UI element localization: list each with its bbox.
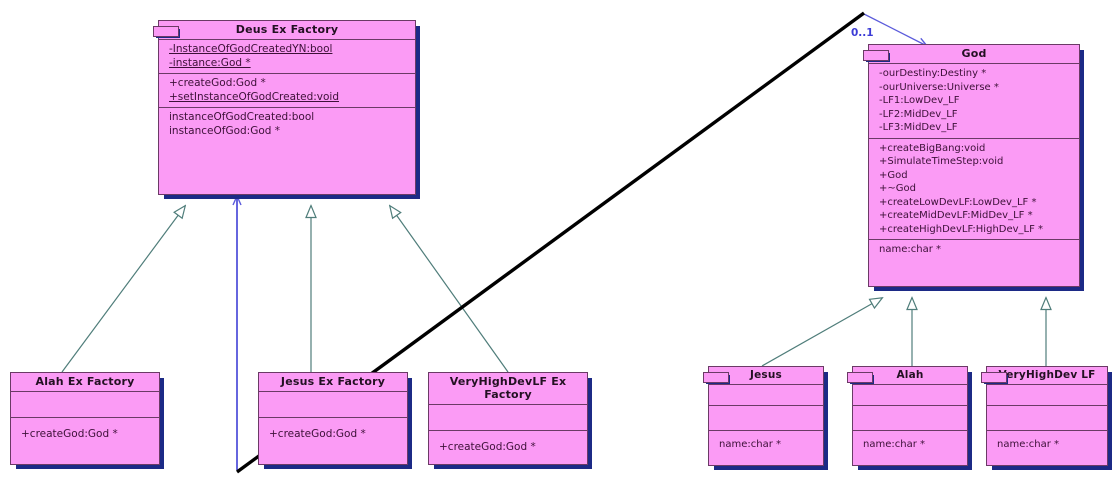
generalization-jesus-to-god xyxy=(761,298,882,367)
extra-row: name:char * xyxy=(719,439,781,450)
attribute-row: -ourUniverse:Universe * xyxy=(879,81,999,93)
attributes-compartment xyxy=(11,392,159,418)
attribute-row: -instance:God * xyxy=(169,56,251,69)
extra-row: name:char * xyxy=(997,439,1059,450)
class-veryhighdevlf-ex-factory[interactable]: VeryHighDevLF Ex Factory +createGod:God … xyxy=(428,372,588,465)
operation-row: +createLowDevLF:LowDev_LF * xyxy=(879,196,1037,208)
operations-compartment: +createGod:God * +setInstanceOfGodCreate… xyxy=(159,74,415,108)
extra-row: name:char * xyxy=(879,244,941,255)
class-jesus-ex-factory[interactable]: Jesus Ex Factory +createGod:God * xyxy=(258,372,408,465)
operation-row: +createGod:God * xyxy=(169,77,266,89)
class-title: Deus Ex Factory xyxy=(159,21,415,40)
extra-compartment: name:char * xyxy=(853,431,967,455)
class-title: God xyxy=(869,45,1079,64)
attributes-compartment: -InstanceOfGodCreatedYN:bool -instance:G… xyxy=(159,40,415,74)
operations-compartment: +createGod:God * xyxy=(429,431,587,458)
extra-compartment: instanceOfGodCreated:bool instanceOfGod:… xyxy=(159,108,415,141)
class-tab-icon xyxy=(863,50,889,61)
extra-compartment: name:char * xyxy=(869,240,1079,260)
extra-compartment: name:char * xyxy=(709,431,823,455)
class-title: Alah xyxy=(853,367,967,385)
attributes-compartment xyxy=(259,392,407,418)
class-tab-icon xyxy=(703,372,729,383)
class-god[interactable]: God -ourDestiny:Destiny * -ourUniverse:U… xyxy=(863,44,1080,287)
operation-row: +createGod:God * xyxy=(21,428,118,440)
operations-compartment xyxy=(987,406,1107,431)
class-title: Jesus Ex Factory xyxy=(259,373,407,392)
attribute-row: -InstanceOfGodCreatedYN:bool xyxy=(169,43,333,55)
attributes-compartment: -ourDestiny:Destiny * -ourUniverse:Unive… xyxy=(869,64,1079,139)
attributes-compartment xyxy=(709,385,823,406)
operation-row: +createMidDevLF:MidDev_LF * xyxy=(879,210,1033,221)
class-tab-icon xyxy=(981,372,1007,383)
operation-row: +setInstanceOfGodCreated:void xyxy=(169,90,340,103)
attribute-row: -LF1:LowDev_LF xyxy=(879,95,960,106)
generalization-alahfactory-to-deus xyxy=(61,206,185,373)
operations-compartment: +createGod:God * xyxy=(259,418,407,445)
attributes-compartment xyxy=(853,385,967,406)
class-title: Alah Ex Factory xyxy=(11,373,159,392)
operations-compartment xyxy=(709,406,823,431)
operations-compartment: +createBigBang:void +SimulateTimeStep:vo… xyxy=(869,139,1079,240)
attribute-row: -LF3:MidDev_LF xyxy=(879,122,958,133)
attributes-compartment xyxy=(429,405,587,431)
multiplicity-label: 0..1 xyxy=(851,27,874,39)
extra-row: instanceOfGod:God * xyxy=(169,124,281,137)
extra-row: instanceOfGodCreated:bool xyxy=(169,111,315,123)
generalization-vhdfactory-to-deus xyxy=(390,206,509,373)
attribute-row: -LF2:MidDev_LF xyxy=(879,108,958,120)
class-alah[interactable]: Alah name:char * xyxy=(847,366,968,466)
class-title: VeryHighDevLF Ex Factory xyxy=(429,373,587,405)
operation-row: +createHighDevLF:HighDev_LF * xyxy=(879,223,1044,235)
operations-compartment xyxy=(853,406,967,431)
operation-row: +God xyxy=(879,169,908,181)
operations-compartment: +createGod:God * xyxy=(11,418,159,445)
attributes-compartment xyxy=(987,385,1107,406)
class-veryhighdev-lf[interactable]: VeryHighDev LF name:char * xyxy=(981,366,1108,466)
operation-row: +SimulateTimeStep:void xyxy=(879,156,1004,167)
class-title: VeryHighDev LF xyxy=(987,367,1107,385)
class-tab-icon xyxy=(153,26,179,37)
extra-compartment: name:char * xyxy=(987,431,1107,455)
operation-row: +createBigBang:void xyxy=(879,142,986,154)
class-jesus[interactable]: Jesus name:char * xyxy=(703,366,824,466)
class-deus-ex-factory[interactable]: Deus Ex Factory -InstanceOfGodCreatedYN:… xyxy=(153,20,416,195)
operation-row: +~God xyxy=(879,183,916,194)
operation-row: +createGod:God * xyxy=(269,428,366,440)
class-alah-ex-factory[interactable]: Alah Ex Factory +createGod:God * xyxy=(10,372,160,465)
attribute-row: -ourDestiny:Destiny * xyxy=(879,68,987,79)
class-tab-icon xyxy=(847,372,873,383)
extra-row: name:char * xyxy=(863,439,925,450)
operation-row: +createGod:God * xyxy=(439,441,536,453)
